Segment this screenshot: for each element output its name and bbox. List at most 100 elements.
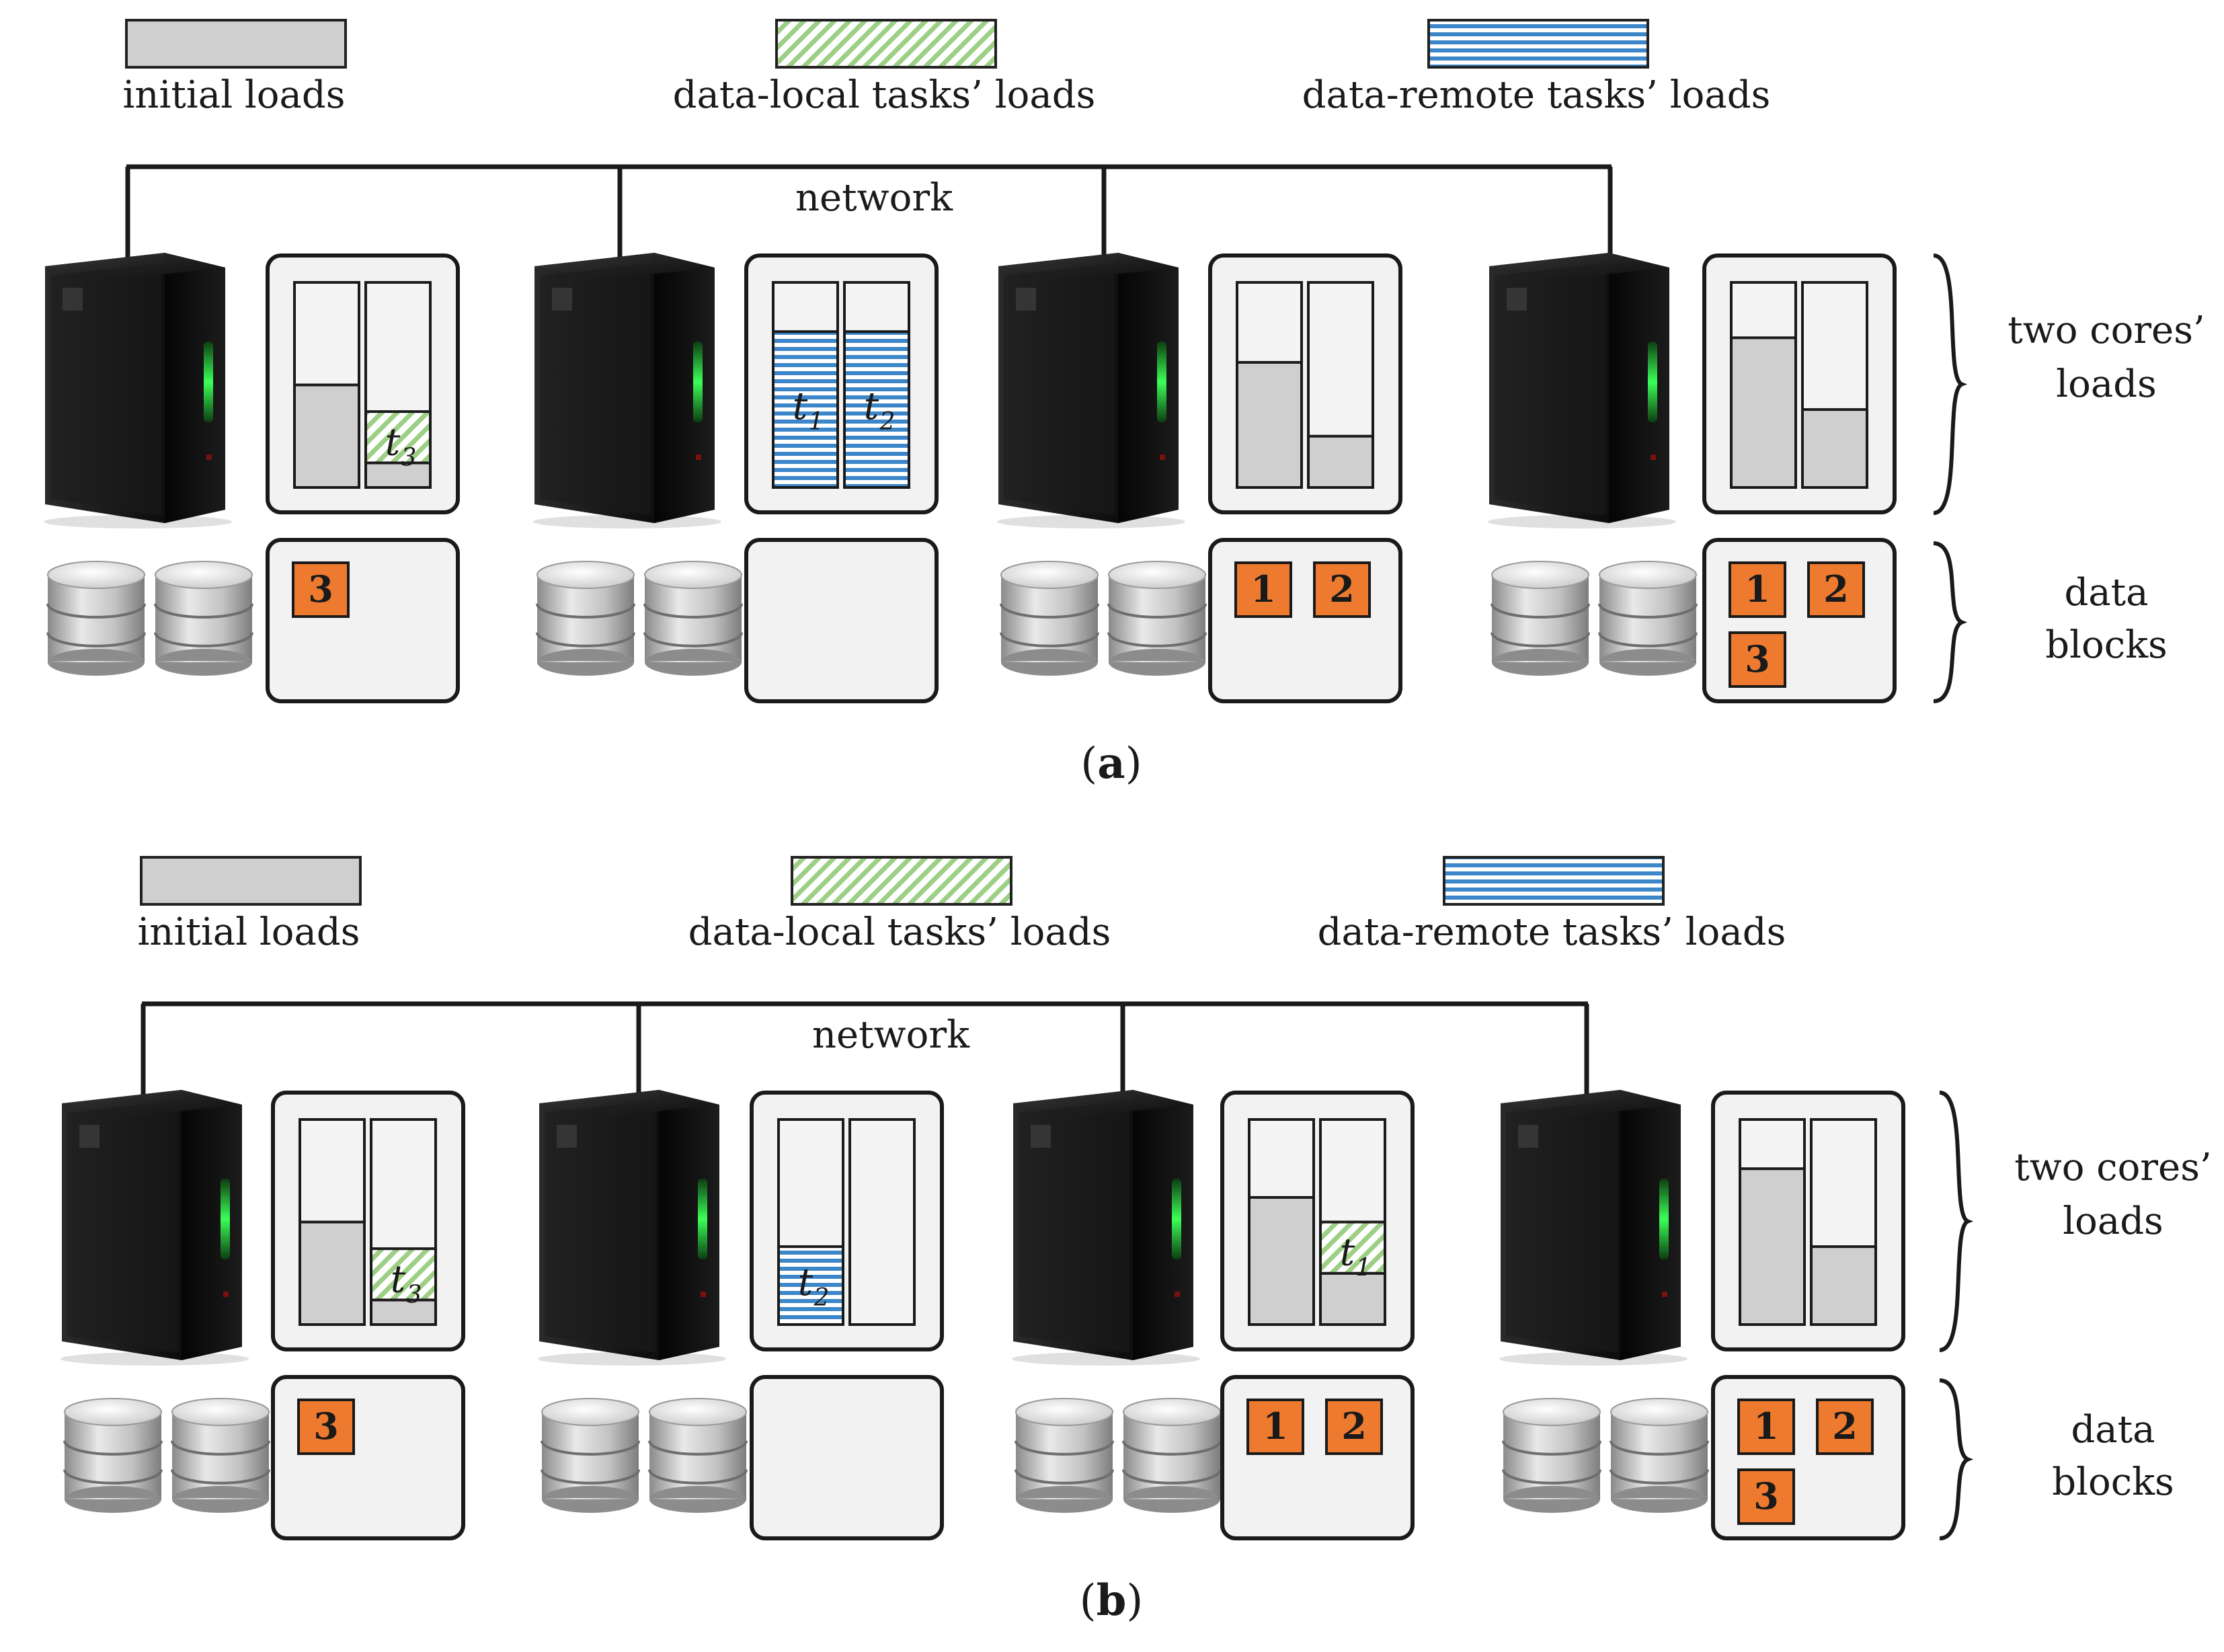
data-block-label: 1 bbox=[1745, 567, 1770, 611]
server-tower-icon bbox=[44, 253, 232, 528]
core-remote-task-load bbox=[843, 330, 910, 489]
legend-label-local: data-local tasks’ loads bbox=[688, 910, 1111, 954]
core-local-task-load bbox=[370, 1247, 437, 1302]
server-led-icon bbox=[204, 342, 213, 422]
legend-label-remote: data-remote tasks’ loads bbox=[1318, 910, 1786, 954]
server-led-icon bbox=[693, 342, 703, 422]
data-block-label: 2 bbox=[1832, 1405, 1858, 1448]
disk-stack-icon bbox=[1502, 1398, 1601, 1513]
data-block-label: 1 bbox=[1250, 567, 1276, 611]
core-initial-load bbox=[1248, 1195, 1315, 1327]
side-label-blocks-line1: data bbox=[2064, 571, 2148, 615]
core-initial-load bbox=[1730, 336, 1797, 489]
core-initial-load bbox=[1319, 1271, 1386, 1326]
disk-stack-icon bbox=[1598, 561, 1698, 676]
core-initial-load bbox=[1307, 434, 1374, 489]
server-led-icon bbox=[1648, 342, 1657, 422]
block-panel bbox=[744, 538, 939, 703]
legend-swatch-initial bbox=[140, 856, 362, 906]
legend-label-local: data-local tasks’ loads bbox=[673, 73, 1096, 117]
disk-stack-icon bbox=[1610, 1398, 1709, 1513]
task-label: t bbox=[1340, 1231, 1355, 1275]
side-label-blocks-line2: blocks bbox=[2045, 623, 2168, 667]
panel-b: initial loads data-local tasks’ loads data… bbox=[61, 856, 2212, 1626]
server-led-icon bbox=[221, 1179, 230, 1259]
data-block-label: 3 bbox=[313, 1405, 339, 1448]
task-label-subscript: 3 bbox=[401, 444, 417, 471]
server-tower-icon bbox=[61, 1090, 249, 1366]
core-initial-load bbox=[1801, 408, 1868, 489]
server-tower-icon bbox=[997, 253, 1185, 528]
server-tower-icon bbox=[1499, 1090, 1687, 1366]
side-label-cores-line1: two cores’ bbox=[2008, 309, 2205, 352]
task-label: t bbox=[793, 385, 808, 428]
core-initial-load bbox=[1236, 360, 1303, 489]
core-remote-task-load bbox=[777, 1245, 844, 1326]
disk-stack-icon bbox=[63, 1398, 163, 1513]
disk-stack-icon bbox=[1491, 561, 1590, 676]
server-led-icon bbox=[698, 1179, 707, 1259]
data-block bbox=[1737, 1468, 1795, 1525]
data-block-label: 1 bbox=[1263, 1405, 1288, 1448]
panel-caption: (a) bbox=[1080, 738, 1142, 789]
data-block-label: 2 bbox=[1341, 1405, 1367, 1448]
disk-stack-icon bbox=[541, 1398, 640, 1513]
data-block-label: 2 bbox=[1823, 567, 1849, 611]
task-label-subscript: 3 bbox=[407, 1281, 422, 1308]
brace-shape bbox=[1933, 541, 1968, 703]
disk-stack-icon bbox=[1107, 561, 1207, 676]
legend-swatch-initial bbox=[125, 19, 347, 69]
network-label: network bbox=[795, 176, 953, 220]
data-block bbox=[1807, 561, 1865, 618]
server-tower-icon bbox=[1488, 253, 1676, 528]
core-local-task-load bbox=[364, 410, 432, 465]
side-label-cores-line2: loads bbox=[2063, 1199, 2163, 1243]
task-label-subscript: 2 bbox=[813, 1284, 830, 1312]
core-remote-task-load bbox=[772, 330, 839, 489]
panel-caption: (b) bbox=[1080, 1575, 1144, 1626]
side-label-blocks-line2: blocks bbox=[2052, 1460, 2174, 1504]
data-block bbox=[1816, 1399, 1874, 1455]
block-panel bbox=[750, 1375, 944, 1540]
task-label-subscript: 2 bbox=[879, 408, 896, 436]
task-label-subscript: 1 bbox=[1356, 1255, 1372, 1282]
legend-swatch-local bbox=[775, 19, 997, 69]
task-label: t bbox=[391, 1257, 406, 1301]
legend-label-initial: initial loads bbox=[138, 910, 360, 954]
server-led-icon bbox=[1659, 1179, 1669, 1259]
core-initial-load bbox=[1739, 1167, 1806, 1326]
data-block bbox=[292, 561, 350, 618]
data-block-label: 3 bbox=[308, 567, 333, 611]
side-label-cores-line1: two cores’ bbox=[2014, 1146, 2211, 1189]
core-initial-load bbox=[364, 461, 432, 489]
core-initial-load bbox=[370, 1298, 437, 1327]
legend-label-remote: data-remote tasks’ loads bbox=[1302, 73, 1771, 117]
brace-shape bbox=[1939, 1091, 1974, 1352]
disk-stack-icon bbox=[1122, 1398, 1222, 1513]
data-block bbox=[1325, 1399, 1383, 1455]
server-tower-icon bbox=[538, 1090, 726, 1366]
disk-stack-icon bbox=[171, 1398, 270, 1513]
disk-stack-icon bbox=[643, 561, 743, 676]
legend-swatch-remote bbox=[1443, 856, 1665, 906]
task-label: t bbox=[864, 385, 879, 428]
disk-stack-icon bbox=[536, 561, 635, 676]
legend-swatch-local bbox=[791, 856, 1012, 906]
core-initial-load bbox=[299, 1220, 366, 1326]
brace-shape bbox=[1939, 1378, 1974, 1540]
data-block bbox=[1234, 561, 1292, 618]
server-tower-icon bbox=[1012, 1090, 1200, 1366]
disk-stack-icon bbox=[46, 561, 146, 676]
task-label: t bbox=[798, 1261, 813, 1304]
core-local-task-load bbox=[1319, 1220, 1386, 1275]
server-led-icon bbox=[1172, 1179, 1181, 1259]
core-initial-load bbox=[293, 383, 360, 489]
side-label-cores-line2: loads bbox=[2056, 362, 2157, 406]
disk-stack-icon bbox=[154, 561, 253, 676]
data-block bbox=[1313, 561, 1371, 618]
data-block bbox=[1246, 1399, 1304, 1455]
data-block-label: 2 bbox=[1329, 567, 1355, 611]
